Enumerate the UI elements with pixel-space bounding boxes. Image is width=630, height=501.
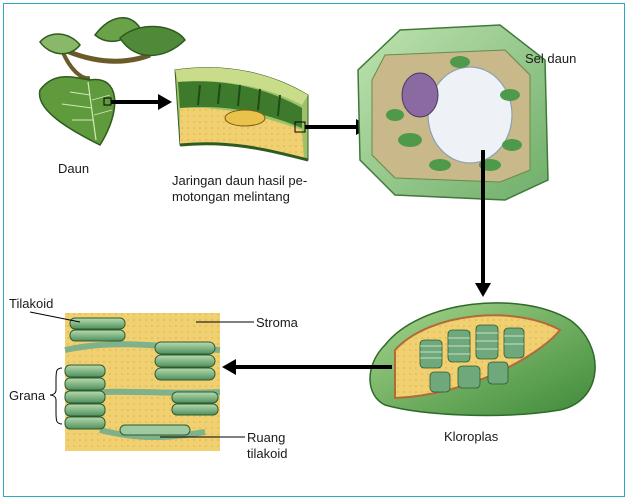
label-daun: Daun [58,161,90,176]
leaf-tissue-section [174,67,309,162]
label-stroma: Stroma [256,315,298,330]
label-sel-daun: Sel daun [525,51,577,66]
label-ruang-line1: Ruang [247,430,286,445]
leaf-cell-drawing [357,24,549,201]
label-jaringan-line1: Jaringan daun hasil pe- [172,173,308,188]
arrow-chloroplast-to-detail [222,359,392,375]
granum-stack-center [154,341,216,381]
label-ruang-line2: tilakoid [247,446,288,461]
label-jaringan-line2: motongan melintang [172,189,290,204]
figure-border [3,3,625,497]
arrow-leaf-to-tissue [111,94,172,110]
granum-stack-left [64,364,106,430]
thylakoid-detail [29,311,254,451]
granum-stack-top [69,317,126,342]
granum-stack-right [171,391,219,416]
arrow-cell-to-chloroplast [475,150,491,297]
label-grana: Grana [9,388,46,403]
label-tilakoid: Tilakoid [9,296,54,311]
chloroplast-drawing [369,302,596,417]
leaf-drawing [38,17,186,146]
label-kloroplas: Kloroplas [444,429,499,444]
